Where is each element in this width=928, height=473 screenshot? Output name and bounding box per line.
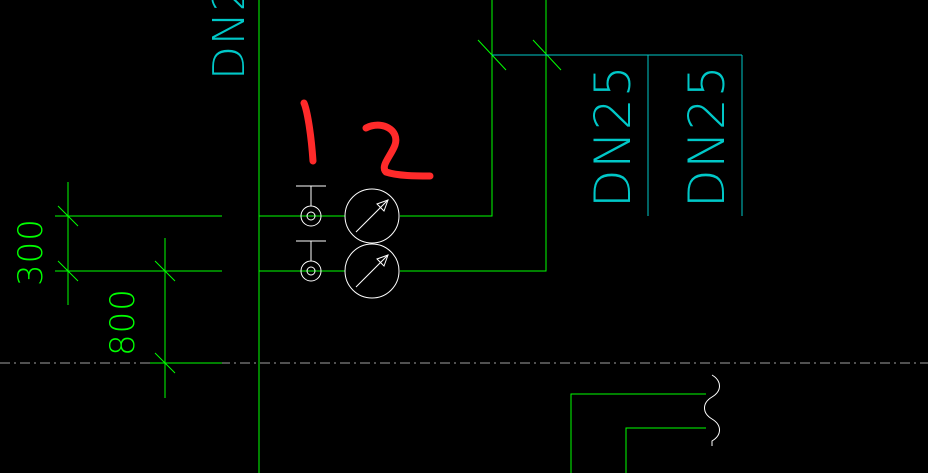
branch-pipes [259, 0, 562, 272]
label-leaders [492, 54, 743, 216]
dimension-300 [55, 182, 222, 305]
pressure-gauge-icon[interactable] [344, 243, 400, 299]
valve-1-core [306, 211, 316, 221]
tick-800-bottom [154, 352, 176, 374]
valve-2-body [300, 260, 322, 282]
tick-300-top [57, 205, 79, 227]
gauge-2-needle [355, 254, 389, 288]
dimension-300-text: 300 [11, 218, 51, 286]
gauge-2-arrowhead [376, 254, 389, 267]
tick-300-bottom [57, 260, 79, 282]
tick-800-top [154, 260, 176, 282]
gauge-1-needle [355, 199, 389, 233]
lower-right-pipes [570, 393, 706, 473]
needle-valve-icon[interactable] [296, 185, 326, 227]
branch-pipe-2-right [400, 0, 547, 272]
gauge-2-dial [344, 243, 400, 299]
pipe-size-label-1: DN25 [584, 64, 642, 208]
pressure-gauge-icon[interactable] [344, 188, 400, 244]
lower-pipe-inner [625, 427, 706, 473]
dimension-800-text: 800 [103, 288, 143, 356]
gauge-1-dial [344, 188, 400, 244]
pipe-size-label-partial: DN2 [204, 0, 255, 80]
dimension-800 [150, 238, 222, 398]
branch-pipe-1-right [400, 0, 493, 217]
red-marker-2-stroke [362, 121, 434, 180]
gauge-1-arrowhead [376, 199, 389, 212]
valve-2-core [306, 266, 316, 276]
needle-valve-icon[interactable] [296, 240, 326, 282]
valve-1-body [300, 205, 322, 227]
red-marker-1-stroke [300, 99, 317, 165]
break-line-icon [704, 374, 720, 446]
lower-pipe-outer [570, 393, 706, 473]
pipe-size-label-2: DN25 [678, 64, 736, 208]
